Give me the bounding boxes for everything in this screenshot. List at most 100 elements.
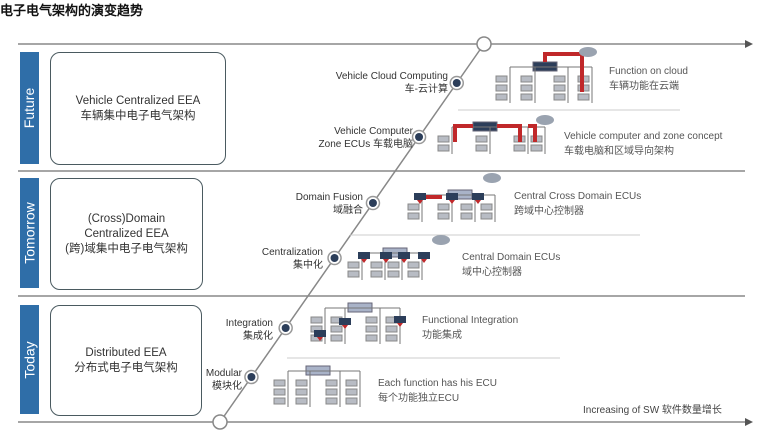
ecu-icon	[387, 270, 400, 278]
cloud-icon	[432, 235, 450, 245]
ecu-icon	[480, 203, 493, 211]
ecu-icon	[295, 379, 308, 387]
ecu-icon	[310, 316, 323, 324]
box-text: 车辆集中电子电气架构	[80, 109, 196, 122]
desc-text: 每个功能独立ECU	[378, 393, 460, 404]
ecu-icon	[365, 316, 378, 324]
ecu-icon	[520, 93, 533, 101]
ecu-icon	[295, 397, 308, 405]
ecu-icon	[345, 397, 358, 405]
red-marker-icon	[317, 337, 323, 341]
label-text: 集成化	[243, 331, 273, 342]
domain-ecu-icon	[472, 193, 484, 200]
label-text: Vehicle Cloud Computing	[335, 71, 448, 82]
ecu-icon	[437, 203, 450, 211]
band-label: Tomorrow	[21, 202, 38, 264]
ecu-icon	[407, 203, 420, 211]
cloud-icon	[579, 47, 597, 57]
ecu-icon	[460, 203, 473, 211]
ecu-icon	[387, 261, 400, 269]
cloud-icon	[483, 173, 501, 183]
red-marker-icon	[342, 325, 348, 329]
ecu-network-icon	[407, 173, 501, 222]
ecu-icon	[520, 75, 533, 83]
label-text: 集中化	[293, 260, 323, 271]
desc-text: Central Domain ECUs	[462, 252, 561, 263]
ecu-icon	[385, 325, 398, 333]
ecu-icon	[347, 261, 360, 269]
ecu-icon	[325, 397, 338, 405]
box-text: (Cross)Domain	[87, 212, 166, 225]
x-axis-label: Increasing of SW 软件数量增长	[583, 405, 722, 416]
stage-label-cloud: Vehicle Cloud Computing 车-云计算	[336, 70, 448, 96]
desc-text: Functional Integration	[422, 315, 519, 326]
ecu-icon	[530, 144, 543, 152]
label-text: Modular	[205, 368, 242, 379]
band-today: Today	[20, 305, 39, 414]
label-text: 模块化	[212, 381, 242, 392]
ecu-icon	[553, 84, 566, 92]
ecu-icon	[475, 144, 488, 152]
diagonal-trend-line	[219, 43, 485, 423]
arrow-head-icon	[745, 418, 753, 426]
desc-text: 域中心控制器	[462, 267, 522, 278]
stage-dot-icon	[415, 133, 424, 141]
ecu-icon	[553, 75, 566, 83]
phase-box-today: Distributed EEA 分布式电子电气架构	[50, 305, 202, 416]
domain-ecu-icon	[446, 193, 458, 200]
domain-ecu-icon	[339, 318, 351, 325]
ecu-icon	[330, 325, 343, 333]
ecu-icon	[273, 379, 286, 387]
label-text: 车-云计算	[404, 84, 448, 95]
ecu-icon	[495, 75, 508, 83]
cloud-icon	[536, 115, 554, 125]
ecu-icon	[345, 379, 358, 387]
ecu-icon	[495, 93, 508, 101]
domain-ecu-icon	[380, 252, 392, 259]
box-text: (跨)域集中电子电气架构	[65, 242, 188, 255]
desc-text: Vehicle computer and zone concept	[564, 131, 723, 142]
label-text: Zone ECUs 车载电脑	[318, 139, 413, 150]
red-marker-icon	[449, 200, 455, 204]
ecu-icon	[407, 261, 420, 269]
domain-ecu-icon	[418, 252, 430, 259]
arrow-head-icon	[745, 40, 753, 48]
ecu-icon	[520, 84, 533, 92]
connection-line	[453, 124, 473, 142]
ecu-icon	[273, 388, 286, 396]
domain-ecu-icon	[358, 252, 370, 259]
desc-text: 功能集成	[422, 330, 462, 341]
box-text: Distributed EEA	[85, 346, 167, 359]
stage-desc-centralization: Central Domain ECUs 域中心控制器	[462, 250, 560, 280]
ecu-icon	[480, 212, 493, 220]
ecu-icon	[460, 212, 473, 220]
desc-text: 车辆功能在云端	[609, 81, 679, 92]
domain-ecu-icon	[314, 330, 326, 337]
phase-box-future: Vehicle Centralized EEA 车辆集中电子电气架构	[50, 52, 226, 165]
ecu-icon	[437, 144, 450, 152]
connection-line	[528, 124, 537, 142]
ecu-icon	[385, 334, 398, 342]
domain-ecu-icon	[414, 193, 426, 200]
band-label: Future	[21, 87, 38, 129]
stage-label-modular: Modular 模块化	[206, 367, 242, 393]
ecu-network-icon	[495, 47, 597, 103]
red-marker-icon	[383, 259, 389, 263]
ecu-icon	[407, 270, 420, 278]
label-text: 域融合	[333, 205, 363, 216]
box-text: 分布式电子电气架构	[74, 361, 178, 374]
red-marker-icon	[421, 259, 427, 263]
ecu-icon	[365, 334, 378, 342]
desc-text: Central Cross Domain ECUs	[514, 191, 642, 202]
ecu-icon	[273, 397, 286, 405]
ecu-network-icon	[310, 302, 406, 344]
domain-ecu-icon	[398, 252, 410, 259]
ecu-icon	[407, 212, 420, 220]
ecu-icon	[295, 388, 308, 396]
